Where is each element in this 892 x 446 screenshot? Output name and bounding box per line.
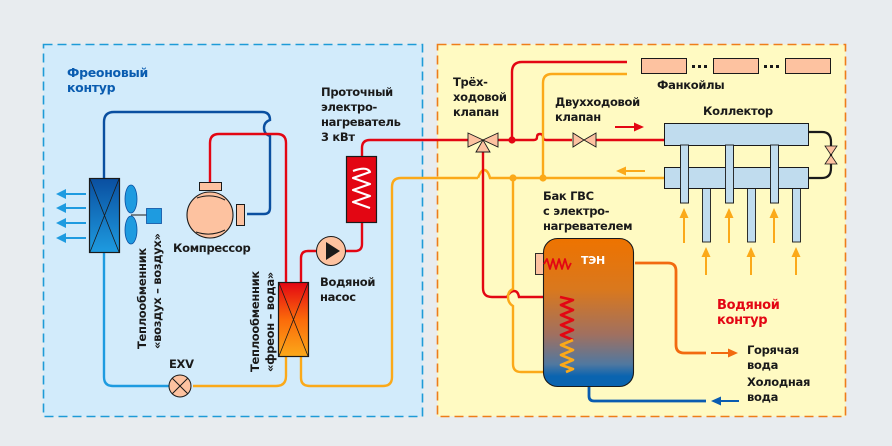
air-exchanger-label: Теплообменник [135, 248, 149, 349]
water-exchanger-label-2: «фреон – вода» [263, 272, 277, 372]
fancoil-unit [641, 58, 687, 74]
air-arrow [56, 218, 86, 228]
tank-label-1: Бак ГВС [543, 189, 594, 203]
pump-label-2: насос [320, 290, 356, 304]
compressor-label: Компрессор [173, 241, 251, 255]
heater-label-2: электро- [321, 100, 378, 114]
cold-water-pipe [587, 385, 706, 403]
three-way-valve-label-3: клапан [453, 105, 499, 119]
compressor-icon [186, 182, 245, 239]
heating-element-label: ТЭН [581, 254, 605, 267]
freon-circuit-title: Фреоновый [67, 65, 148, 80]
flow-heater-icon [345, 155, 378, 224]
cold-water-label-2: вода [747, 390, 778, 404]
tank-coil-warm [559, 338, 575, 374]
heat-arrow [769, 208, 779, 243]
heater-label-1: Проточный [321, 85, 393, 99]
fancoil-unit [713, 58, 759, 74]
air-flow-arrows [56, 189, 86, 243]
fancoils [641, 58, 831, 74]
water-circuit-panel [436, 43, 847, 418]
air-heat-exchanger [88, 177, 121, 254]
water-circuit-title: Водяной [717, 298, 780, 313]
three-way-valve-label-1: Трёх- [453, 75, 488, 89]
discharge-pipe [208, 132, 288, 283]
freon-circuit-title-2: контур [67, 80, 116, 95]
return-direction-arrow [616, 166, 645, 176]
return-junction-2 [539, 174, 547, 182]
collector-supply-bar [664, 123, 809, 146]
tank-coil-hot [559, 295, 575, 342]
three-way-valve-label-2: ходовой [453, 90, 507, 104]
heat-arrow [746, 247, 756, 275]
fancoil-unit [785, 58, 831, 74]
supply-direction-arrow [615, 122, 644, 132]
bypass-valve-icon [824, 145, 838, 165]
heating-element-icon [543, 258, 572, 270]
tank-label-3: нагревателем [543, 219, 632, 233]
heat-arrow [724, 208, 734, 243]
pump-to-heater-pipe [345, 222, 364, 253]
heat-arrow [791, 247, 801, 275]
floor-heating-arrows [679, 208, 801, 275]
suction-pipe [102, 110, 272, 216]
exv-to-exchanger-pipe [193, 356, 288, 388]
tank-coil-return-pipe [506, 178, 566, 374]
collector-label: Коллектор [703, 104, 773, 118]
cold-water-arrow [711, 396, 739, 406]
two-way-valve-icon [572, 132, 597, 148]
pump-label-1: Водяной [320, 275, 375, 289]
two-way-valve-label-2: клапан [555, 110, 601, 124]
air-arrow [56, 233, 86, 243]
air-exchanger-label-2: «воздух – воздух» [150, 233, 164, 349]
fan-icon [124, 184, 162, 245]
return-pipe [299, 176, 478, 388]
two-way-valve-label-1: Двухходовой [555, 95, 640, 109]
air-arrow [56, 189, 86, 199]
heat-arrow [679, 208, 689, 243]
collector [664, 123, 809, 243]
liquid-pipe [102, 253, 174, 388]
hot-water-label-2: вода [747, 358, 778, 372]
supply-junction [508, 136, 516, 144]
exchanger-to-pump-pipe [299, 249, 316, 283]
hot-water-pipe [635, 261, 706, 355]
fancoil-supply-pipe [510, 60, 627, 140]
fancoils-label: Фанкойлы [657, 78, 724, 92]
hot-water-label-1: Горячая [747, 343, 799, 357]
water-exchanger-label: Теплообменник [248, 271, 262, 372]
expansion-valve-icon [168, 374, 192, 398]
water-pump-icon [316, 236, 346, 266]
heating-element-flange [535, 253, 544, 275]
fancoil-return-pipe [541, 72, 627, 178]
air-arrow [56, 203, 86, 213]
heater-label-4: 3 кВт [321, 130, 355, 144]
freon-water-heat-exchanger [277, 281, 310, 358]
heat-arrow [701, 247, 711, 275]
heater-to-valve-pipe [360, 138, 472, 157]
cold-water-label-1: Холодная [747, 375, 810, 389]
three-way-valve-icon [467, 132, 499, 153]
hot-water-tank [535, 237, 635, 388]
hot-water-arrow [711, 348, 738, 358]
tank-label-2: с электро- [543, 204, 610, 218]
water-circuit-title-2: контур [717, 313, 767, 328]
exv-label: EXV [169, 357, 194, 371]
heater-label-3: нагреватель [321, 115, 401, 129]
